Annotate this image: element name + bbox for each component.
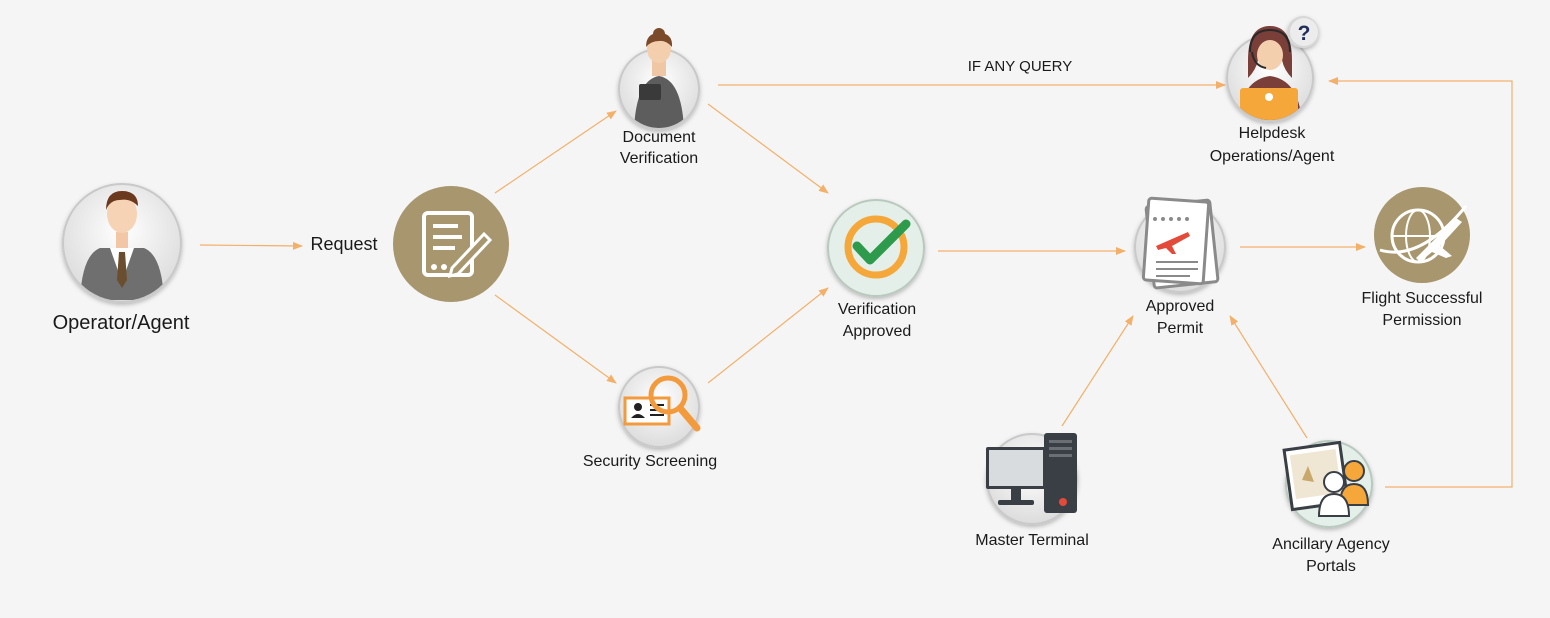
request-label-text: Request bbox=[310, 234, 378, 254]
if-any-query-label: IF ANY QUERY bbox=[940, 56, 1100, 78]
ancillary-agency-line2: Portals bbox=[1306, 558, 1356, 575]
arrow-operator-to-request bbox=[199, 241, 303, 250]
flight-successful-label: Flight Successful Permission bbox=[1338, 288, 1506, 332]
master-terminal-label: Master Terminal bbox=[950, 530, 1114, 552]
ancillary-agency-label: Ancillary Agency Portals bbox=[1250, 534, 1412, 578]
document-verification-line1: Document bbox=[622, 129, 696, 146]
operator-agent-label: Operator/Agent bbox=[30, 311, 212, 335]
verification-approved-icon bbox=[827, 199, 925, 297]
verification-approved-label: Verification Approved bbox=[802, 299, 952, 343]
arrow-request-to-security bbox=[494, 294, 617, 384]
document-verification-icon bbox=[618, 28, 700, 130]
security-screening-icon bbox=[618, 366, 701, 448]
helpdesk-agent-icon: ? bbox=[1226, 16, 1319, 122]
request-document-icon bbox=[393, 186, 509, 302]
arrow-security-to-verification bbox=[707, 287, 829, 384]
helpdesk-line1: Helpdesk bbox=[1238, 125, 1306, 142]
document-verification-label: Document Verification bbox=[584, 127, 734, 169]
helpdesk-label: Helpdesk Operations/Agent bbox=[1185, 122, 1359, 168]
arrow-request-to-document bbox=[494, 110, 617, 194]
approved-permit-icon bbox=[1134, 196, 1226, 293]
operator-agent-icon bbox=[62, 183, 182, 303]
flight-successful-line1: Flight Successful bbox=[1361, 290, 1483, 307]
master-terminal-icon bbox=[986, 433, 1078, 525]
request-label: Request bbox=[296, 233, 392, 255]
approved-permit-line2: Permit bbox=[1156, 320, 1204, 337]
arrow-ancillary-to-helpdesk bbox=[1328, 77, 1513, 488]
master-terminal-label-text: Master Terminal bbox=[975, 532, 1089, 549]
document-verification-line2: Verification bbox=[619, 150, 699, 167]
verification-approved-line2: Approved bbox=[842, 323, 912, 340]
ancillary-agency-icon bbox=[1282, 440, 1373, 528]
if-any-query-text: IF ANY QUERY bbox=[967, 58, 1073, 75]
operator-agent-label-text: Operator/Agent bbox=[52, 312, 190, 334]
flight-globe-icon bbox=[1374, 187, 1470, 283]
flight-successful-line2: Permission bbox=[1382, 312, 1462, 329]
verification-approved-line1: Verification bbox=[837, 301, 917, 318]
svg-text:?: ? bbox=[1298, 22, 1311, 45]
approved-permit-line1: Approved bbox=[1145, 298, 1215, 315]
security-screening-label: Security Screening bbox=[560, 451, 740, 473]
arrow-document-to-verification bbox=[707, 103, 829, 194]
arrow-ancillary-to-permit bbox=[1229, 315, 1308, 439]
ancillary-agency-line1: Ancillary Agency bbox=[1272, 536, 1390, 553]
arrow-terminal-to-permit bbox=[1061, 315, 1134, 427]
helpdesk-line2: Operations/Agent bbox=[1209, 148, 1335, 165]
security-screening-label-text: Security Screening bbox=[582, 453, 718, 470]
approved-permit-label: Approved Permit bbox=[1110, 296, 1250, 340]
